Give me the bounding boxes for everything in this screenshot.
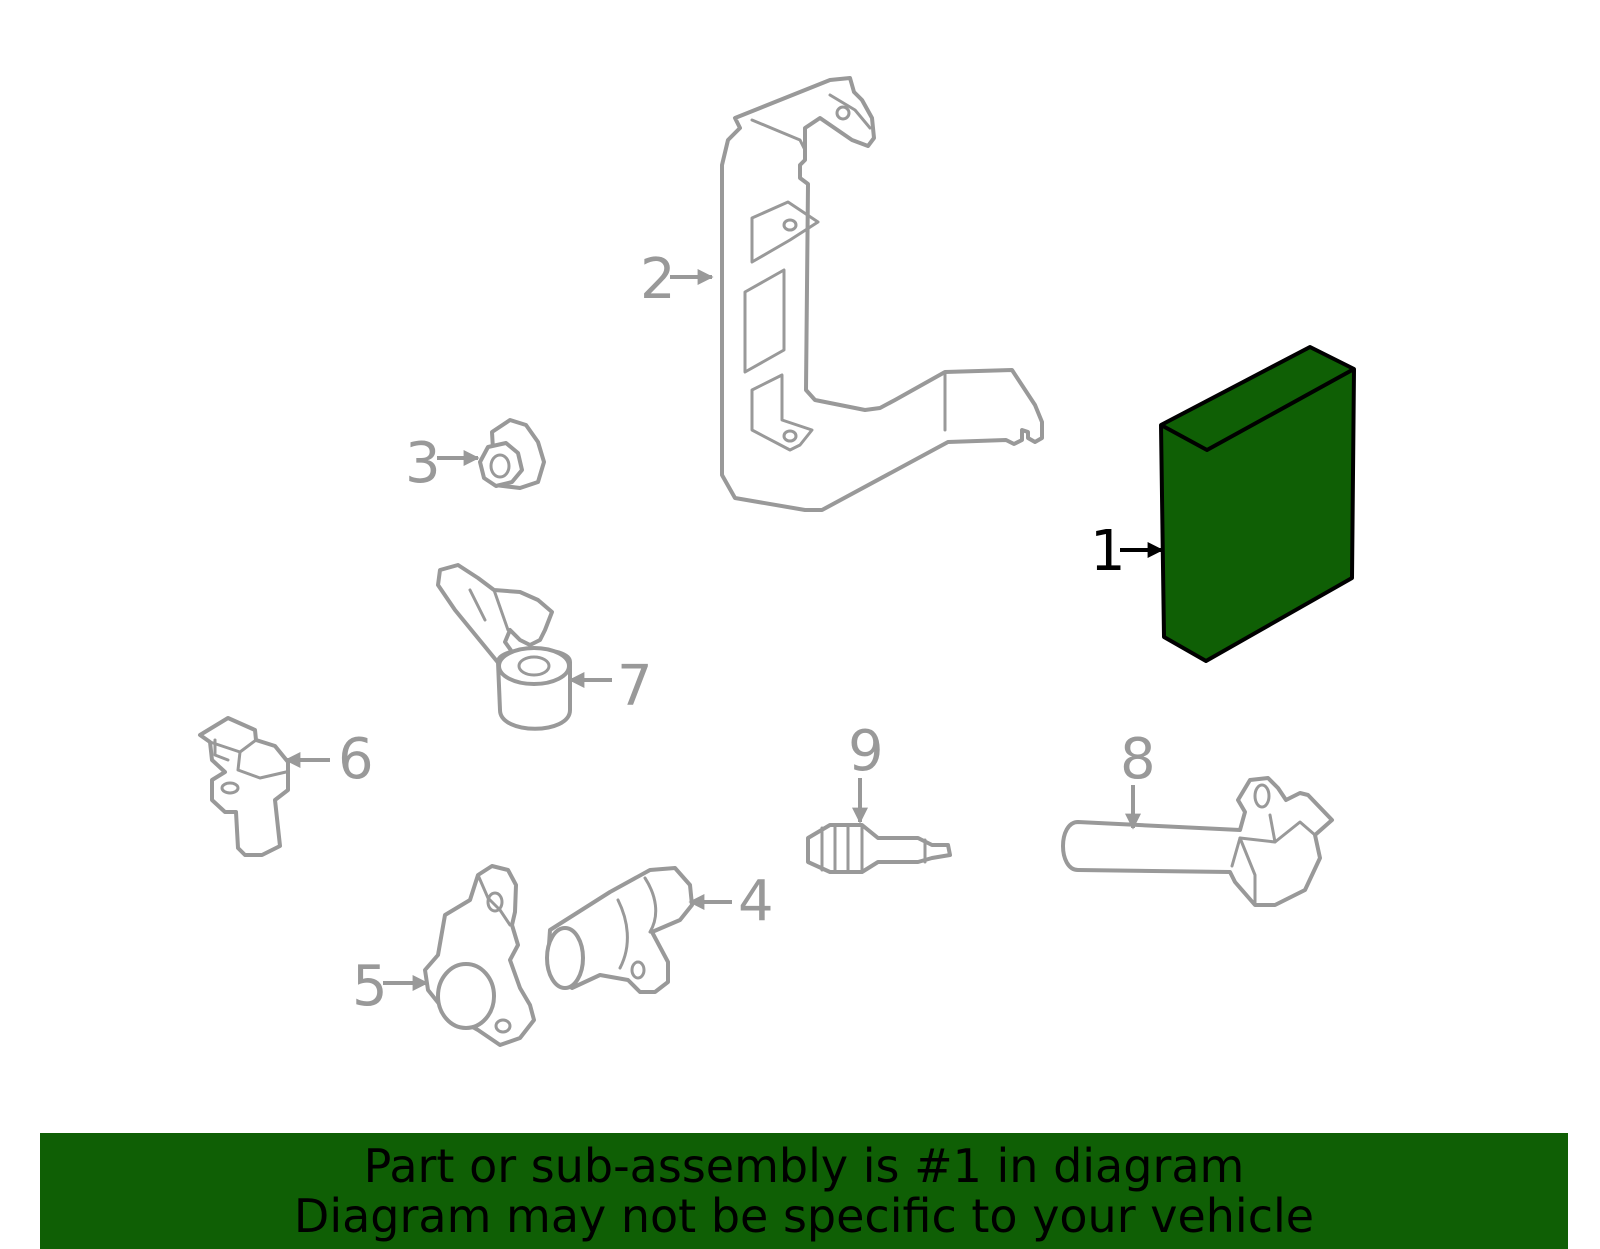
callout-9: 9 bbox=[848, 719, 884, 784]
part-1-module[interactable] bbox=[1159, 345, 1356, 663]
callout-6: 6 bbox=[338, 727, 374, 792]
callout-7: 7 bbox=[617, 654, 653, 719]
callout-1: 1 bbox=[1090, 519, 1126, 584]
banner-line-2: Diagram may not be specific to your vehi… bbox=[293, 1189, 1315, 1243]
part-5-sensor[interactable] bbox=[423, 864, 536, 1047]
callout-3: 3 bbox=[405, 431, 441, 496]
callout-2: 2 bbox=[640, 247, 676, 312]
callout-5: 5 bbox=[352, 954, 388, 1019]
part-4-sensor[interactable] bbox=[545, 866, 694, 994]
banner-line-1: Part or sub-assembly is #1 in diagram bbox=[363, 1139, 1245, 1193]
part-2-bracket[interactable] bbox=[720, 76, 1044, 512]
callout-arrows bbox=[284, 269, 1164, 991]
callout-4: 4 bbox=[738, 869, 774, 934]
part-7-sensor[interactable] bbox=[436, 563, 572, 731]
info-banner: Part or sub-assembly is #1 in diagram Di… bbox=[40, 1133, 1568, 1249]
part-3-nut[interactable] bbox=[478, 418, 546, 490]
callout-8: 8 bbox=[1120, 727, 1156, 792]
part-9-sensor[interactable] bbox=[806, 823, 952, 874]
part-6-sensor[interactable] bbox=[198, 716, 290, 857]
part-8-sensor[interactable] bbox=[1061, 776, 1334, 907]
